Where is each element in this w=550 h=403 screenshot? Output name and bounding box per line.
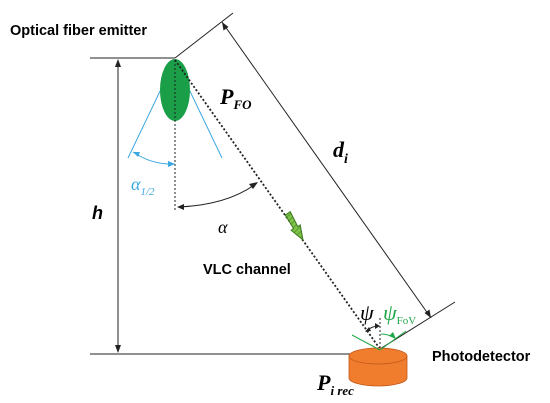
propagation-arrow	[284, 210, 304, 242]
photodetector-body	[348, 355, 408, 387]
distance-label: di	[333, 137, 348, 167]
half-angle-arrow-right	[168, 161, 175, 167]
psi-fov-label: ψFoV	[383, 300, 416, 327]
alpha-label: α	[218, 217, 228, 237]
height-arrow-top	[115, 59, 121, 67]
half-angle-label: α1/2	[131, 174, 155, 198]
vlc-channel-line	[174, 59, 381, 350]
distance-extension-top	[174, 12, 234, 59]
distance-arrow-top	[222, 22, 229, 31]
alpha-arrow-left	[177, 204, 184, 210]
psi-label: ψ	[360, 300, 374, 325]
alpha-arrow-right	[249, 182, 258, 189]
vlc-channel-label: VLC channel	[203, 262, 291, 278]
half-angle-arrow-left	[133, 152, 140, 157]
psi-fov-arrow-right	[389, 332, 396, 339]
alpha-arc	[177, 182, 258, 208]
distance-arrow-bottom	[424, 309, 431, 318]
photodetector-label: Photodetector	[432, 349, 531, 365]
p-fo-label: PFO	[219, 84, 252, 112]
psi-arrow-right	[375, 323, 380, 329]
emitter-label: Optical fiber emitter	[10, 23, 147, 39]
distance-dimension-line	[221, 21, 432, 319]
p-rec-label: Pi rec	[316, 370, 354, 398]
psi-arrow-left	[365, 327, 371, 332]
height-label: h	[92, 203, 103, 223]
fov-edge-left	[351, 334, 381, 351]
height-arrow-bottom	[115, 345, 121, 353]
fov-edge-right	[379, 330, 407, 351]
photodetector-top	[348, 347, 408, 365]
